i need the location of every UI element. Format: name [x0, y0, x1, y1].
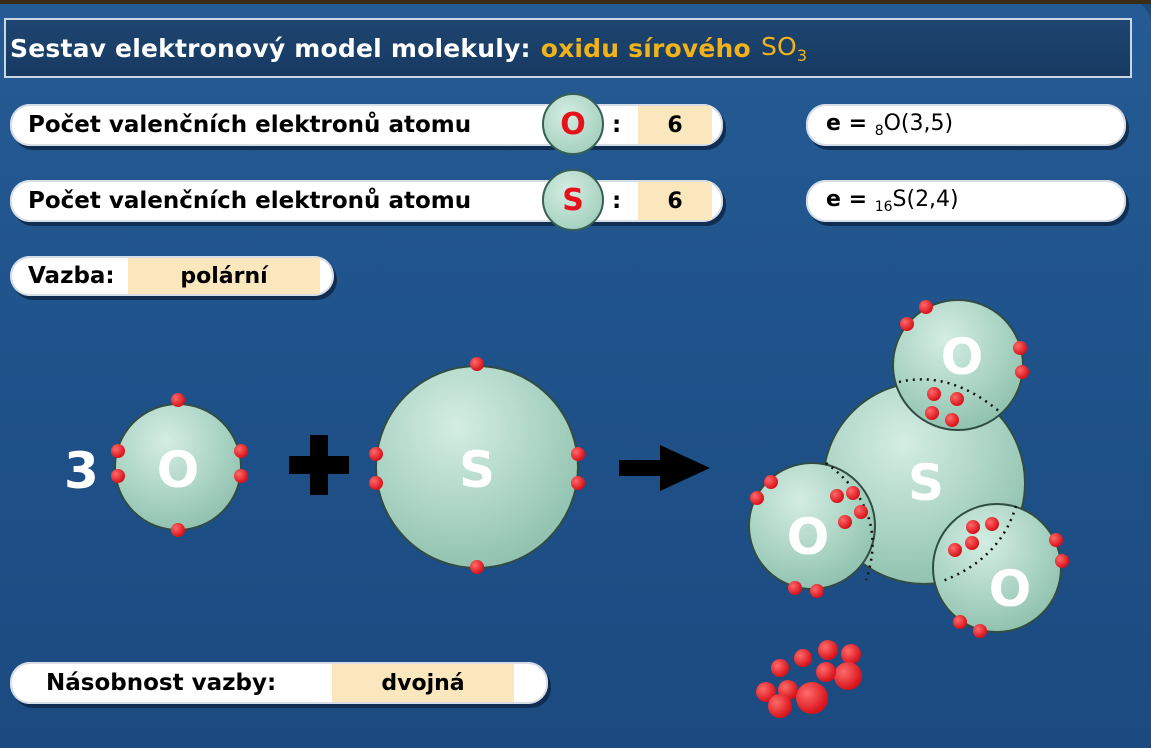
product-oxygen-right-atom[interactable]: O: [932, 503, 1062, 633]
plus-icon: [289, 435, 349, 495]
reactant-sulfur-electrons: [369, 357, 585, 574]
valence-label-sulfur: Počet valenčních elektronů atomu: [28, 188, 472, 214]
svg-text:O: O: [157, 441, 200, 499]
product-electrons: [750, 300, 1069, 638]
valence-value-sulfur[interactable]: 6: [638, 182, 712, 220]
svg-text:S: S: [459, 441, 495, 499]
top-edge: [0, 0, 1151, 4]
coefficient-label: 3: [64, 442, 99, 500]
valence-row-sulfur: Počet valenčních elektronů atomu : 6: [10, 180, 723, 222]
svg-text:S: S: [908, 454, 944, 512]
svg-text:O: O: [787, 508, 830, 566]
bond-type-row: Vazba: polární: [10, 256, 334, 296]
svg-text:O: O: [941, 328, 984, 386]
multiplicity-value[interactable]: dvojná: [332, 664, 514, 702]
valence-label-oxygen: Počet valenčních elektronů atomu: [28, 112, 472, 138]
title-prefix: Sestav elektronový model molekuly:: [10, 33, 531, 63]
reactant-oxygen-electrons: [111, 393, 248, 537]
bond-value[interactable]: polární: [128, 258, 320, 294]
electron-pile[interactable]: [756, 640, 862, 718]
svg-text:O: O: [989, 560, 1032, 618]
reactant-oxygen-atom[interactable]: O: [114, 403, 242, 531]
valence-value-oxygen[interactable]: 6: [638, 106, 712, 144]
valence-row-oxygen: Počet valenčních elektronů atomu : 6: [10, 104, 723, 146]
title-substance: oxidu sírového: [540, 33, 751, 63]
oxygen-symbol-badge: O: [542, 93, 604, 155]
sulfur-config: e = 16S(2,4): [806, 180, 1126, 222]
title-formula: SO3: [760, 31, 808, 65]
title-bar: Sestav elektronový model molekuly: oxidu…: [4, 18, 1132, 78]
sulfur-symbol-badge: S: [542, 169, 604, 231]
reactant-sulfur-atom[interactable]: S: [375, 365, 579, 569]
valence-colon-oxygen: :: [612, 112, 622, 138]
bond-multiplicity-row: Násobnost vazby: dvojná: [10, 662, 548, 704]
product-oxygen-top-atom[interactable]: O: [892, 299, 1024, 431]
multiplicity-label: Násobnost vazby:: [46, 670, 277, 696]
reaction-arrow-icon: [619, 445, 710, 491]
valence-colon-sulfur: :: [612, 188, 622, 214]
oxygen-config: e = 8O(3,5): [806, 104, 1126, 146]
bond-label: Vazba:: [28, 263, 115, 289]
